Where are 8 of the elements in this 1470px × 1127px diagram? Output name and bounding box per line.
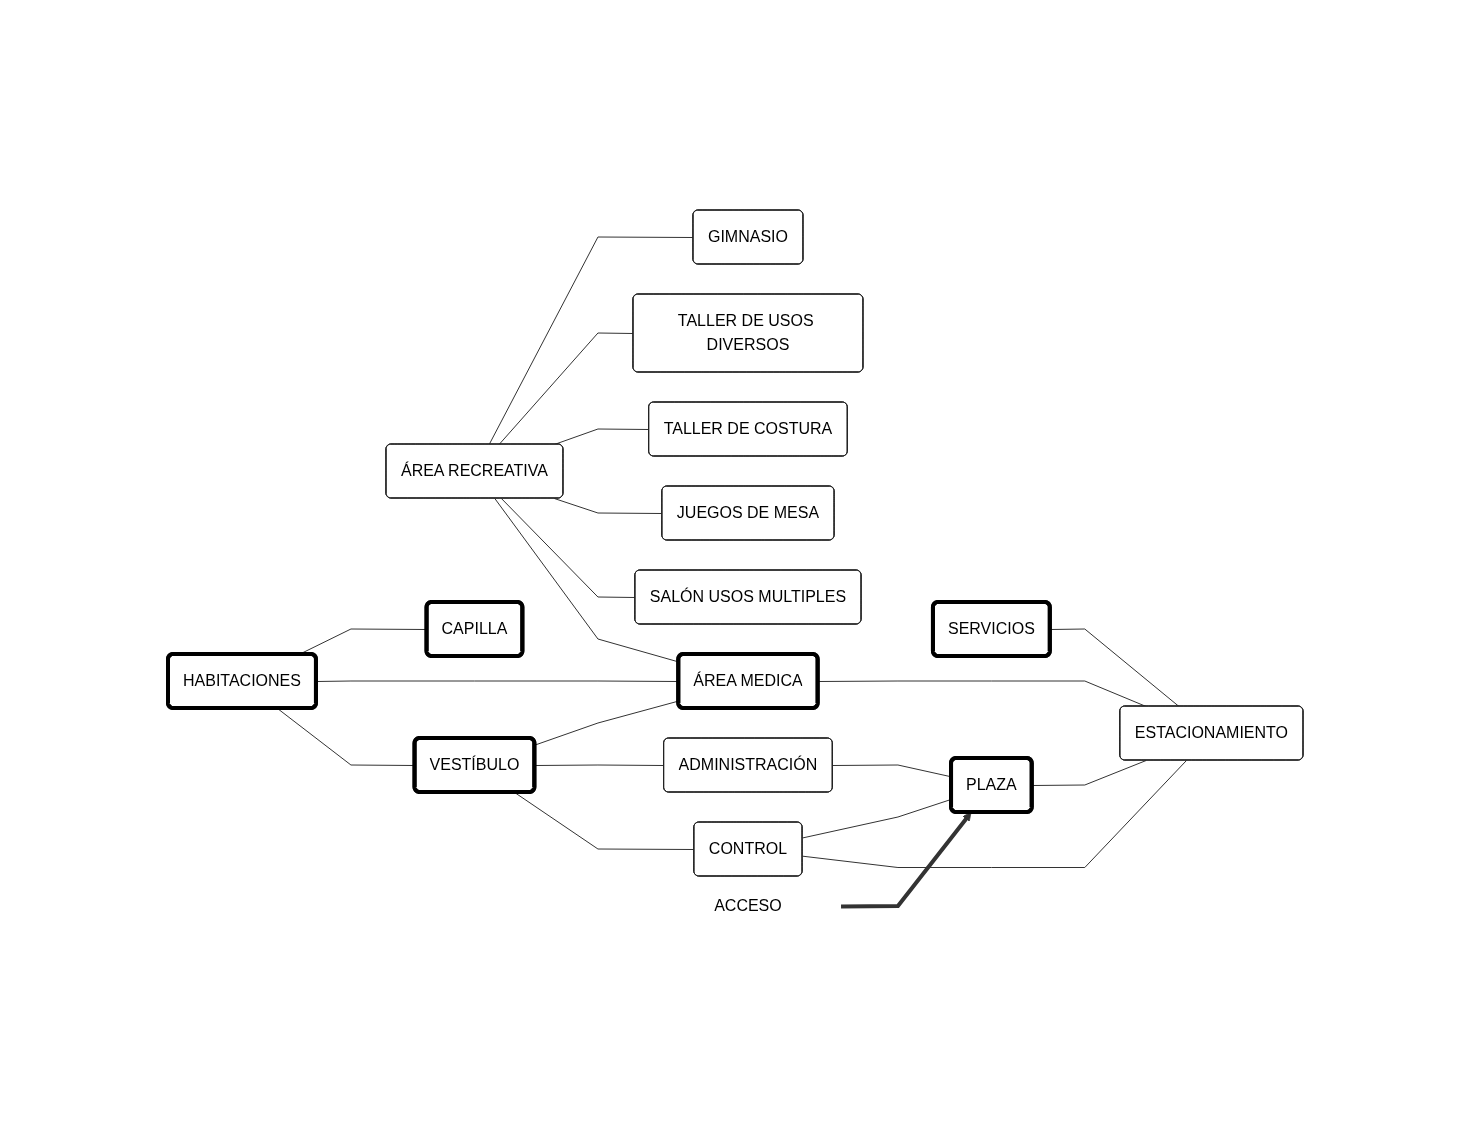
arrow (840, 811, 971, 908)
node-text: ACCESO (713, 896, 782, 914)
connector (500, 497, 636, 598)
connector (513, 791, 695, 850)
connector (801, 759, 1187, 868)
connector (488, 236, 694, 445)
connector (498, 332, 634, 445)
connector (553, 497, 663, 514)
